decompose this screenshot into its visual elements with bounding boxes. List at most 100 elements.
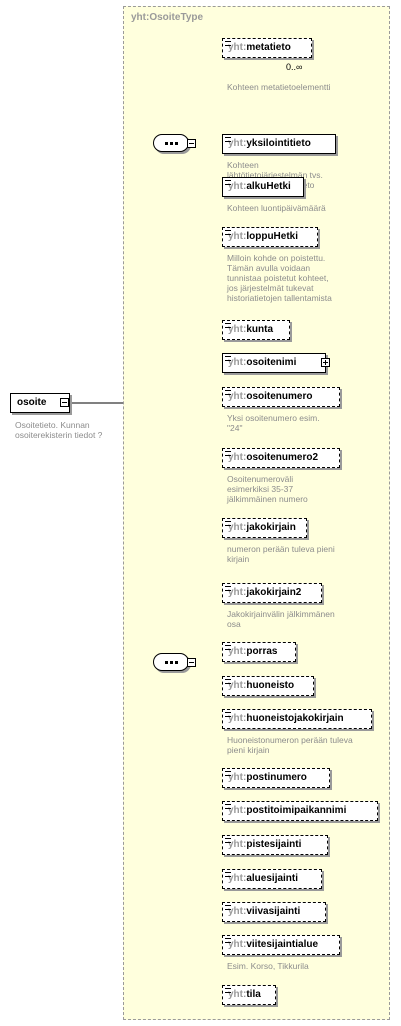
element-jakokirjain[interactable]: yht:jakokirjain <box>222 518 307 538</box>
element-loppuHetki[interactable]: yht:loppuHetki <box>222 227 318 247</box>
element-doc: Kohteen metatietoelementti <box>227 82 330 92</box>
element-name: alkuHetki <box>246 181 291 192</box>
element-kunta[interactable]: yht:kunta <box>222 320 290 340</box>
element-aluesijainti[interactable]: yht:aluesijainti <box>222 869 322 889</box>
collapse-sequence-icon[interactable] <box>187 139 196 148</box>
namespace-prefix: yht: <box>228 805 247 816</box>
element-name: postitoimipaikannimi <box>246 805 347 816</box>
element-doc-line: Kohteen metatietoelementti <box>227 82 331 92</box>
element-doc: Yksi osoitenumero esim."24" <box>227 413 320 433</box>
element-doc-line: Tämän avulla voidaan <box>227 263 311 273</box>
namespace-prefix: yht: <box>228 713 247 724</box>
namespace-prefix: yht: <box>228 873 247 884</box>
namespace-prefix: yht: <box>228 357 247 368</box>
element-name: jakokirjain <box>246 522 296 533</box>
namespace-prefix: yht: <box>228 42 247 53</box>
element-doc-line: Esim. Korso, Tikkurila <box>227 961 309 971</box>
root-doc-line: Osoitetieto. Kunnan <box>15 420 90 430</box>
element-name: tila <box>246 989 261 1000</box>
element-metatieto[interactable]: yht:metatieto <box>222 38 312 58</box>
element-doc-line: Huoneistonumeron perään tuleva <box>227 735 353 745</box>
namespace-prefix: yht: <box>228 939 247 950</box>
namespace-prefix: yht: <box>228 452 247 463</box>
element-huoneistojakokirjain[interactable]: yht:huoneistojakokirjain <box>222 709 372 729</box>
element-porras[interactable]: yht:porras <box>222 642 296 662</box>
sequence-dot <box>165 661 168 664</box>
namespace-prefix: yht: <box>228 839 247 850</box>
element-postinumero[interactable]: yht:postinumero <box>222 768 330 788</box>
namespace-prefix: yht: <box>228 906 247 917</box>
namespace-prefix: yht: <box>228 181 247 192</box>
root-element-osoite[interactable]: osoite <box>10 393 70 413</box>
element-doc-line: Jakokirjainvälin jälkimmänen <box>227 609 335 619</box>
element-doc-line: pieni kirjain <box>227 745 270 755</box>
element-postitoimipaikannimi[interactable]: yht:postitoimipaikannimi <box>222 801 378 821</box>
element-viivasijainti[interactable]: yht:viivasijainti <box>222 902 326 922</box>
element-doc-line: Kohteen <box>227 160 259 170</box>
element-osoitenumero[interactable]: yht:osoitenumero <box>222 387 340 407</box>
element-doc-line: Yksi osoitenumero esim. <box>227 413 320 423</box>
expand-element-icon[interactable] <box>321 358 330 367</box>
element-name: pistesijainti <box>246 839 302 850</box>
element-yksilointitieto[interactable]: yht:yksilointitieto <box>222 134 336 154</box>
complex-type-box <box>123 6 390 1020</box>
element-osoitenumero2[interactable]: yht:osoitenumero2 <box>222 448 340 468</box>
occurrence-label: 0..∞ <box>286 62 303 72</box>
element-huoneisto[interactable]: yht:huoneisto <box>222 676 314 696</box>
namespace-prefix: yht: <box>228 989 247 1000</box>
element-name: aluesijainti <box>246 873 299 884</box>
element-doc-line: numeron perään tuleva pieni <box>227 544 335 554</box>
element-name: osoitenumero <box>246 391 313 402</box>
element-jakokirjain2[interactable]: yht:jakokirjain2 <box>222 583 322 603</box>
element-name: osoitenumero2 <box>246 452 319 463</box>
element-doc-line: "24" <box>227 423 243 433</box>
element-name: postinumero <box>246 772 307 783</box>
element-viitesijaintialue[interactable]: yht:viitesijaintialue <box>222 935 340 955</box>
namespace-prefix: yht: <box>228 391 247 402</box>
root-doc: Osoitetieto. Kunnan osoiterekisterin tie… <box>15 420 102 440</box>
complex-type-title: yht:OsoiteType <box>131 12 204 23</box>
collapse-sequence-icon[interactable] <box>187 658 196 667</box>
namespace-prefix: yht: <box>228 772 247 783</box>
element-doc: Esim. Korso, Tikkurila <box>227 961 309 971</box>
element-doc-line: jos järjestelmät tukevat <box>227 283 314 293</box>
sequence-dot <box>175 661 178 664</box>
element-name: huoneisto <box>246 680 295 691</box>
element-doc: Kohteen luontipäivämäärä <box>227 203 326 213</box>
element-name: osoitenimi <box>246 357 297 368</box>
element-tila[interactable]: yht:tila <box>222 985 276 1005</box>
sequence-dot <box>170 661 173 664</box>
element-doc-line: jälkimmäinen numero <box>227 494 308 504</box>
element-doc: Milloin kohde on poistettu.Tämän avulla … <box>227 253 332 303</box>
namespace-prefix: yht: <box>228 587 247 598</box>
element-name: kunta <box>246 324 274 335</box>
namespace-prefix: yht: <box>228 680 247 691</box>
element-pistesijainti[interactable]: yht:pistesijainti <box>222 835 328 855</box>
namespace-prefix: yht: <box>228 324 247 335</box>
namespace-prefix: yht: <box>228 138 247 149</box>
namespace-prefix: yht: <box>228 231 247 242</box>
element-doc-line: kirjain <box>227 554 250 564</box>
element-name: metatieto <box>246 42 291 53</box>
element-doc-line: lähtötietojärjestelmän tvs. <box>227 170 323 180</box>
element-name: huoneistojakokirjain <box>246 713 344 724</box>
sequence-dot <box>175 142 178 145</box>
collapse-root-icon[interactable] <box>60 398 69 407</box>
element-osoitenimi[interactable]: yht:osoitenimi <box>222 353 326 373</box>
element-alkuHetki[interactable]: yht:alkuHetki <box>222 177 304 197</box>
element-doc-line: Milloin kohde on poistettu. <box>227 253 326 263</box>
element-name: jakokirjain2 <box>246 587 302 598</box>
root-element-label: osoite <box>17 397 47 408</box>
element-name: yksilointitieto <box>246 138 311 149</box>
sequence-dot <box>170 142 173 145</box>
sequence-compositor-icon[interactable] <box>153 134 189 152</box>
element-doc-line: osa <box>227 619 241 629</box>
element-name: porras <box>246 646 278 657</box>
sequence-compositor-icon[interactable] <box>153 653 189 671</box>
element-name: loppuHetki <box>246 231 299 242</box>
